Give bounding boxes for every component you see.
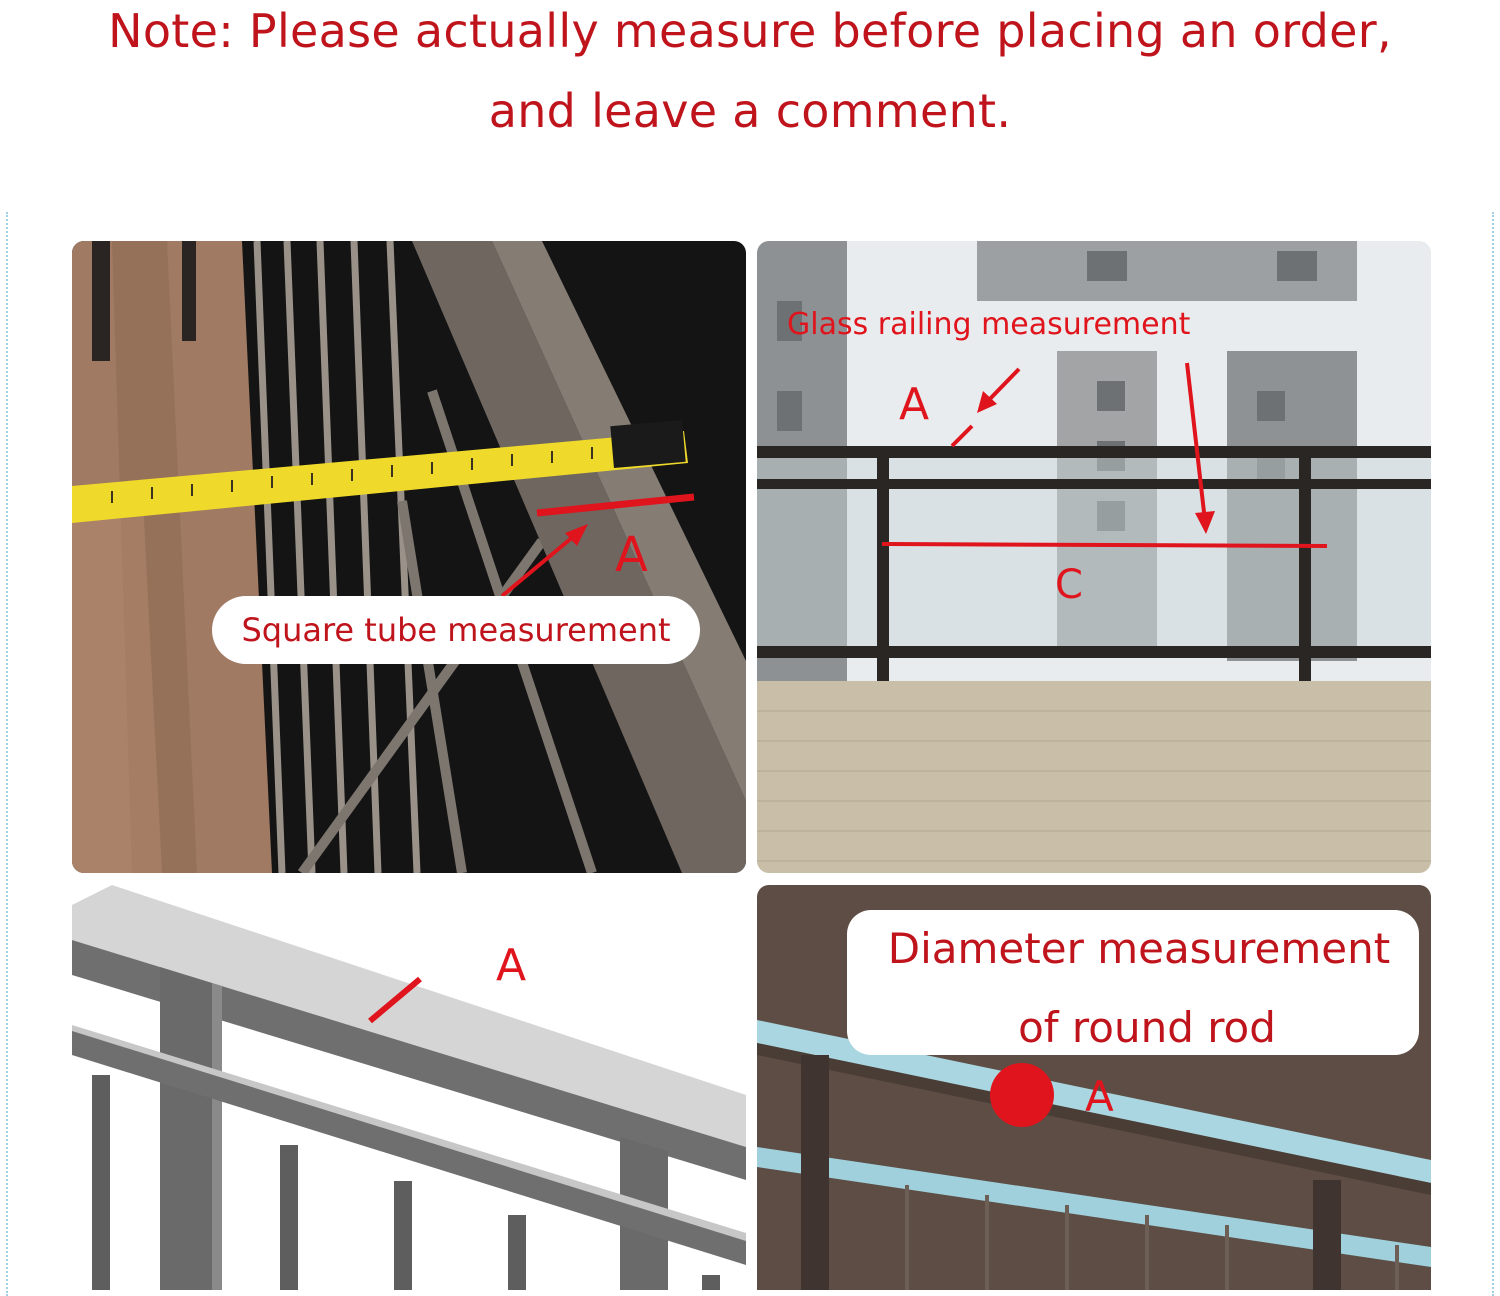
round-rod-caption-line-1: Diameter measurement bbox=[888, 924, 1390, 973]
glass-railing-caption: Glass railing measurement bbox=[787, 307, 1191, 342]
square-tube-marker-a: A bbox=[615, 527, 648, 583]
round-rod-caption-line-2: of round rod bbox=[1018, 1003, 1276, 1052]
glass-railing-photo: Glass railing measurement A C bbox=[757, 241, 1431, 873]
note-line-2: and leave a comment. bbox=[488, 84, 1012, 138]
round-rod-diameter-dot bbox=[990, 1063, 1054, 1127]
square-tube-caption: Square tube measurement bbox=[241, 611, 670, 649]
glass-railing-marker-a: A bbox=[899, 379, 929, 430]
note-line-1: Note: Please actually measure before pla… bbox=[108, 4, 1392, 58]
square-tube-photo: A Square tube measurement bbox=[72, 241, 746, 873]
round-rod-marker-a: A bbox=[1085, 1072, 1114, 1121]
left-dotted-border bbox=[6, 212, 8, 1296]
diagram-marker-a: A bbox=[496, 940, 526, 991]
glass-railing-marker-c: C bbox=[1055, 562, 1083, 608]
railing-diagram: A bbox=[72, 885, 746, 1290]
round-rod-photo: Diameter measurement of round rod A bbox=[757, 885, 1431, 1290]
right-dotted-border bbox=[1492, 212, 1494, 1296]
